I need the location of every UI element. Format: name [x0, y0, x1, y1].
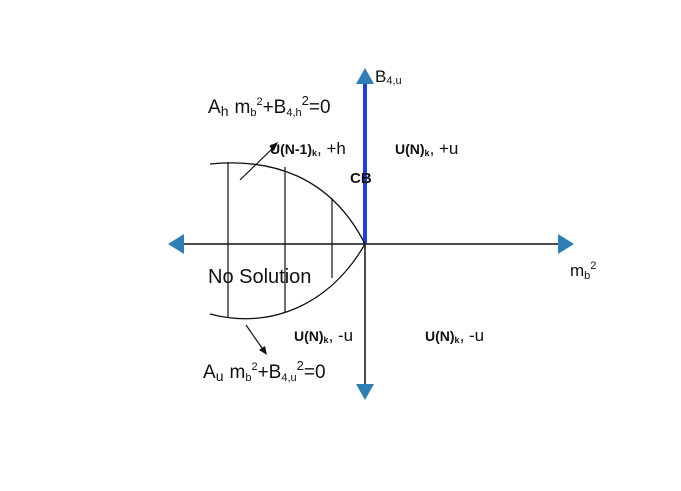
region-lower-right: U(N)k, -u: [425, 326, 484, 345]
x-axis-label: mb2: [570, 260, 596, 282]
lower-pointer-arrow: [245, 324, 265, 352]
x-axis-left-arrowhead: [168, 234, 184, 254]
upper-pointer-arrowhead: [269, 142, 278, 151]
no-solution-label: No Solution: [208, 266, 311, 288]
y-axis-bottom-arrowhead: [356, 384, 374, 400]
upper-boundary-curve: [209, 162, 366, 245]
region-upper-left: U(N-1)k, +h: [270, 139, 346, 158]
y-axis-top-arrowhead: [356, 68, 374, 84]
cb-label: CB: [350, 170, 372, 187]
upper-pointer-arrow: [239, 145, 276, 181]
lower-boundary-curve: [209, 243, 366, 320]
y-axis-label: B4,u: [375, 67, 402, 87]
region-lower-left: U(N)k, -u: [294, 326, 353, 345]
lower-pointer-arrowhead: [259, 346, 267, 355]
region-upper-right: U(N)k, +u: [395, 139, 458, 158]
x-axis-right-arrowhead: [558, 234, 574, 254]
